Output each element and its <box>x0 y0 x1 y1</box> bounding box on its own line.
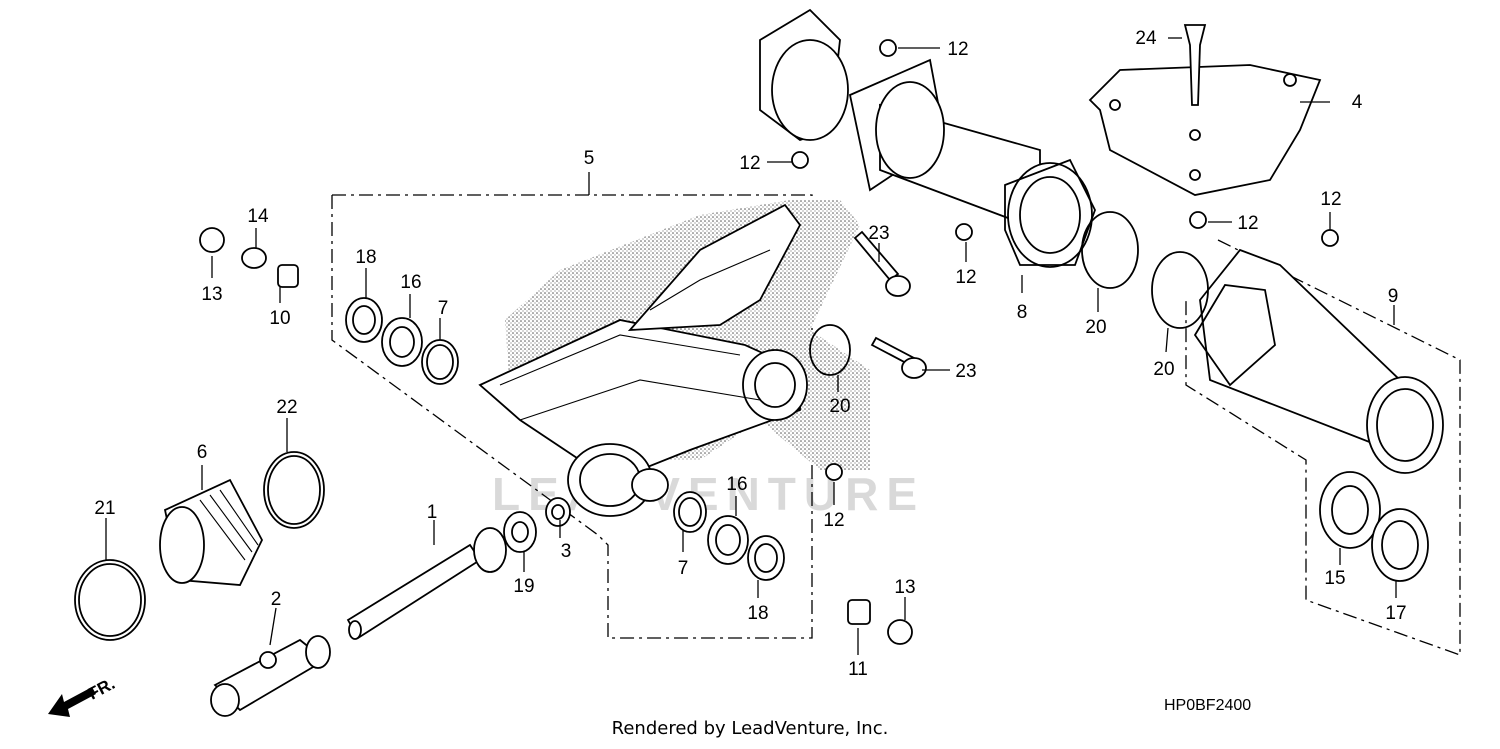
footer-credit: Rendered by LeadVenture, Inc. <box>611 718 889 739</box>
callout-7-right: 7 <box>678 558 689 579</box>
axle-housing <box>759 8 1096 268</box>
band-22 <box>263 451 325 529</box>
plug-10 <box>277 264 299 288</box>
seal-18-right <box>747 535 785 581</box>
callout-6: 6 <box>197 442 208 463</box>
bolt-23-lower <box>870 336 927 379</box>
callout-7-left: 7 <box>438 298 449 319</box>
callout-12-mid: 12 <box>955 267 976 288</box>
bearing-16-right <box>707 515 749 565</box>
callout-2: 2 <box>271 589 282 610</box>
callout-5: 5 <box>584 148 595 169</box>
callout-23-upper: 23 <box>868 223 889 244</box>
washer-14 <box>241 247 267 269</box>
nut-13-left <box>199 227 225 253</box>
tube-assembly <box>1193 248 1444 474</box>
o-ring-20-c <box>1151 251 1209 329</box>
nut-12-a <box>879 39 897 57</box>
callout-18-left: 18 <box>355 247 376 268</box>
diagram-code: HP0BF2400 <box>1164 697 1252 714</box>
mount-plate <box>1088 24 1322 196</box>
front-direction-indicator: FR. <box>48 674 118 717</box>
o-ring-20-a <box>809 324 851 376</box>
nut-12-c <box>955 223 973 241</box>
bearing-16-left <box>381 317 423 367</box>
callout-18-right: 18 <box>747 603 768 624</box>
front-label: FR. <box>85 674 118 704</box>
band-21 <box>74 559 146 641</box>
swingarm-body <box>478 200 870 517</box>
callout-15: 15 <box>1324 568 1345 589</box>
callout-20-a: 20 <box>829 396 850 417</box>
bearing-15 <box>1319 471 1381 549</box>
o-ring-20-b <box>1081 211 1139 289</box>
callout-19: 19 <box>513 576 534 597</box>
callout-12-tube: 12 <box>1320 189 1341 210</box>
universal-joint <box>210 635 331 717</box>
callout-17: 17 <box>1385 603 1406 624</box>
boot <box>159 478 264 586</box>
nut-12-b <box>791 151 809 169</box>
callout-16-left: 16 <box>400 272 421 293</box>
callout-22: 22 <box>276 397 297 418</box>
callout-20-b: 20 <box>1085 317 1106 338</box>
tube-group-bracket <box>1185 239 1461 656</box>
nut-12-e <box>1321 229 1339 247</box>
callout-8: 8 <box>1017 302 1028 323</box>
bearing-19 <box>503 511 537 553</box>
leader-lines <box>105 37 1397 655</box>
drive-shaft <box>346 527 507 640</box>
callout-4: 4 <box>1352 92 1363 113</box>
callout-3: 3 <box>561 541 572 562</box>
collar-3 <box>545 497 571 527</box>
callout-14: 14 <box>247 206 269 227</box>
ring-7-left <box>421 339 459 385</box>
callout-12-plate: 12 <box>1237 213 1258 234</box>
callout-20-c: 20 <box>1153 359 1174 380</box>
callout-12-top: 12 <box>947 39 968 60</box>
nut-13-right <box>887 619 913 645</box>
callout-13-left: 13 <box>201 284 222 305</box>
callout-24: 24 <box>1135 28 1157 49</box>
callout-21: 21 <box>94 498 115 519</box>
callout-9: 9 <box>1388 286 1399 307</box>
callout-labels: 1 2 3 4 5 6 7 7 8 9 10 11 12 12 12 12 12… <box>94 28 1406 680</box>
ring-7-right <box>673 491 707 533</box>
front-arrow-icon <box>48 687 96 717</box>
nut-12-d <box>1189 211 1207 229</box>
nut-12-f <box>825 463 843 481</box>
plug-11 <box>847 599 871 625</box>
callout-12-bottom: 12 <box>823 510 844 531</box>
callout-16-right: 16 <box>726 474 747 495</box>
callout-23-lower: 23 <box>955 361 976 382</box>
seal-17 <box>1371 508 1429 582</box>
callout-12-left: 12 <box>739 153 760 174</box>
callout-13-right: 13 <box>894 577 915 598</box>
seal-18-left <box>345 297 383 343</box>
callout-10: 10 <box>269 308 290 329</box>
bolt-23-upper <box>853 230 911 297</box>
callout-1: 1 <box>427 502 438 523</box>
callout-11: 11 <box>848 659 868 680</box>
